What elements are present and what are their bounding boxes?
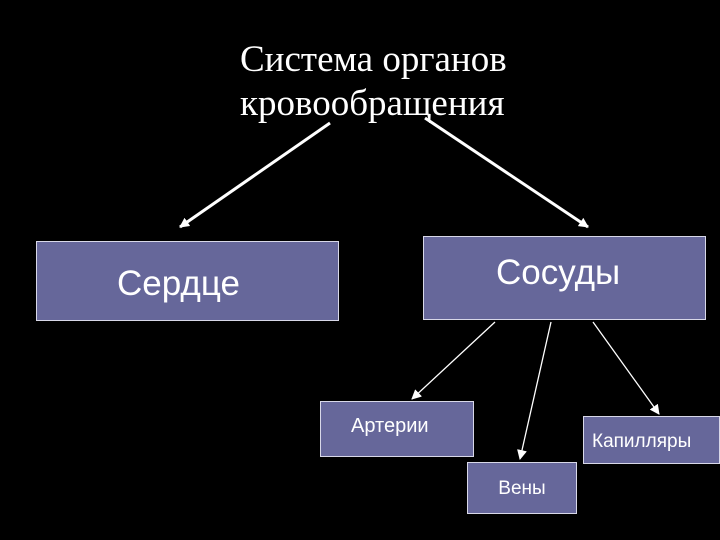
node-vessels-label: Сосуды xyxy=(496,253,621,292)
node-capillaries-label: Капилляры xyxy=(592,431,692,452)
node-vessels: Сосуды xyxy=(423,236,706,320)
node-heart: Сердце xyxy=(36,241,339,321)
arrow-vessels-to-veins xyxy=(517,321,552,460)
diagram-title: Система органов кровообращения xyxy=(240,38,660,126)
title-line-1: Система органов xyxy=(240,39,507,80)
arrow-title-to-heart xyxy=(179,121,331,229)
node-veins: Вены xyxy=(467,462,577,514)
node-arteries-label: Артерии xyxy=(351,415,429,437)
node-arteries: Артерии xyxy=(320,401,474,457)
arrow-title-to-vessels xyxy=(424,116,589,229)
node-veins-label: Вены xyxy=(498,478,546,499)
arrow-vessels-to-arteries xyxy=(411,321,496,400)
title-line-2: кровообращения xyxy=(240,83,505,124)
node-capillaries: Капилляры xyxy=(583,416,720,464)
node-heart-label: Сердце xyxy=(117,264,240,303)
arrow-vessels-to-capillaries xyxy=(592,321,660,415)
